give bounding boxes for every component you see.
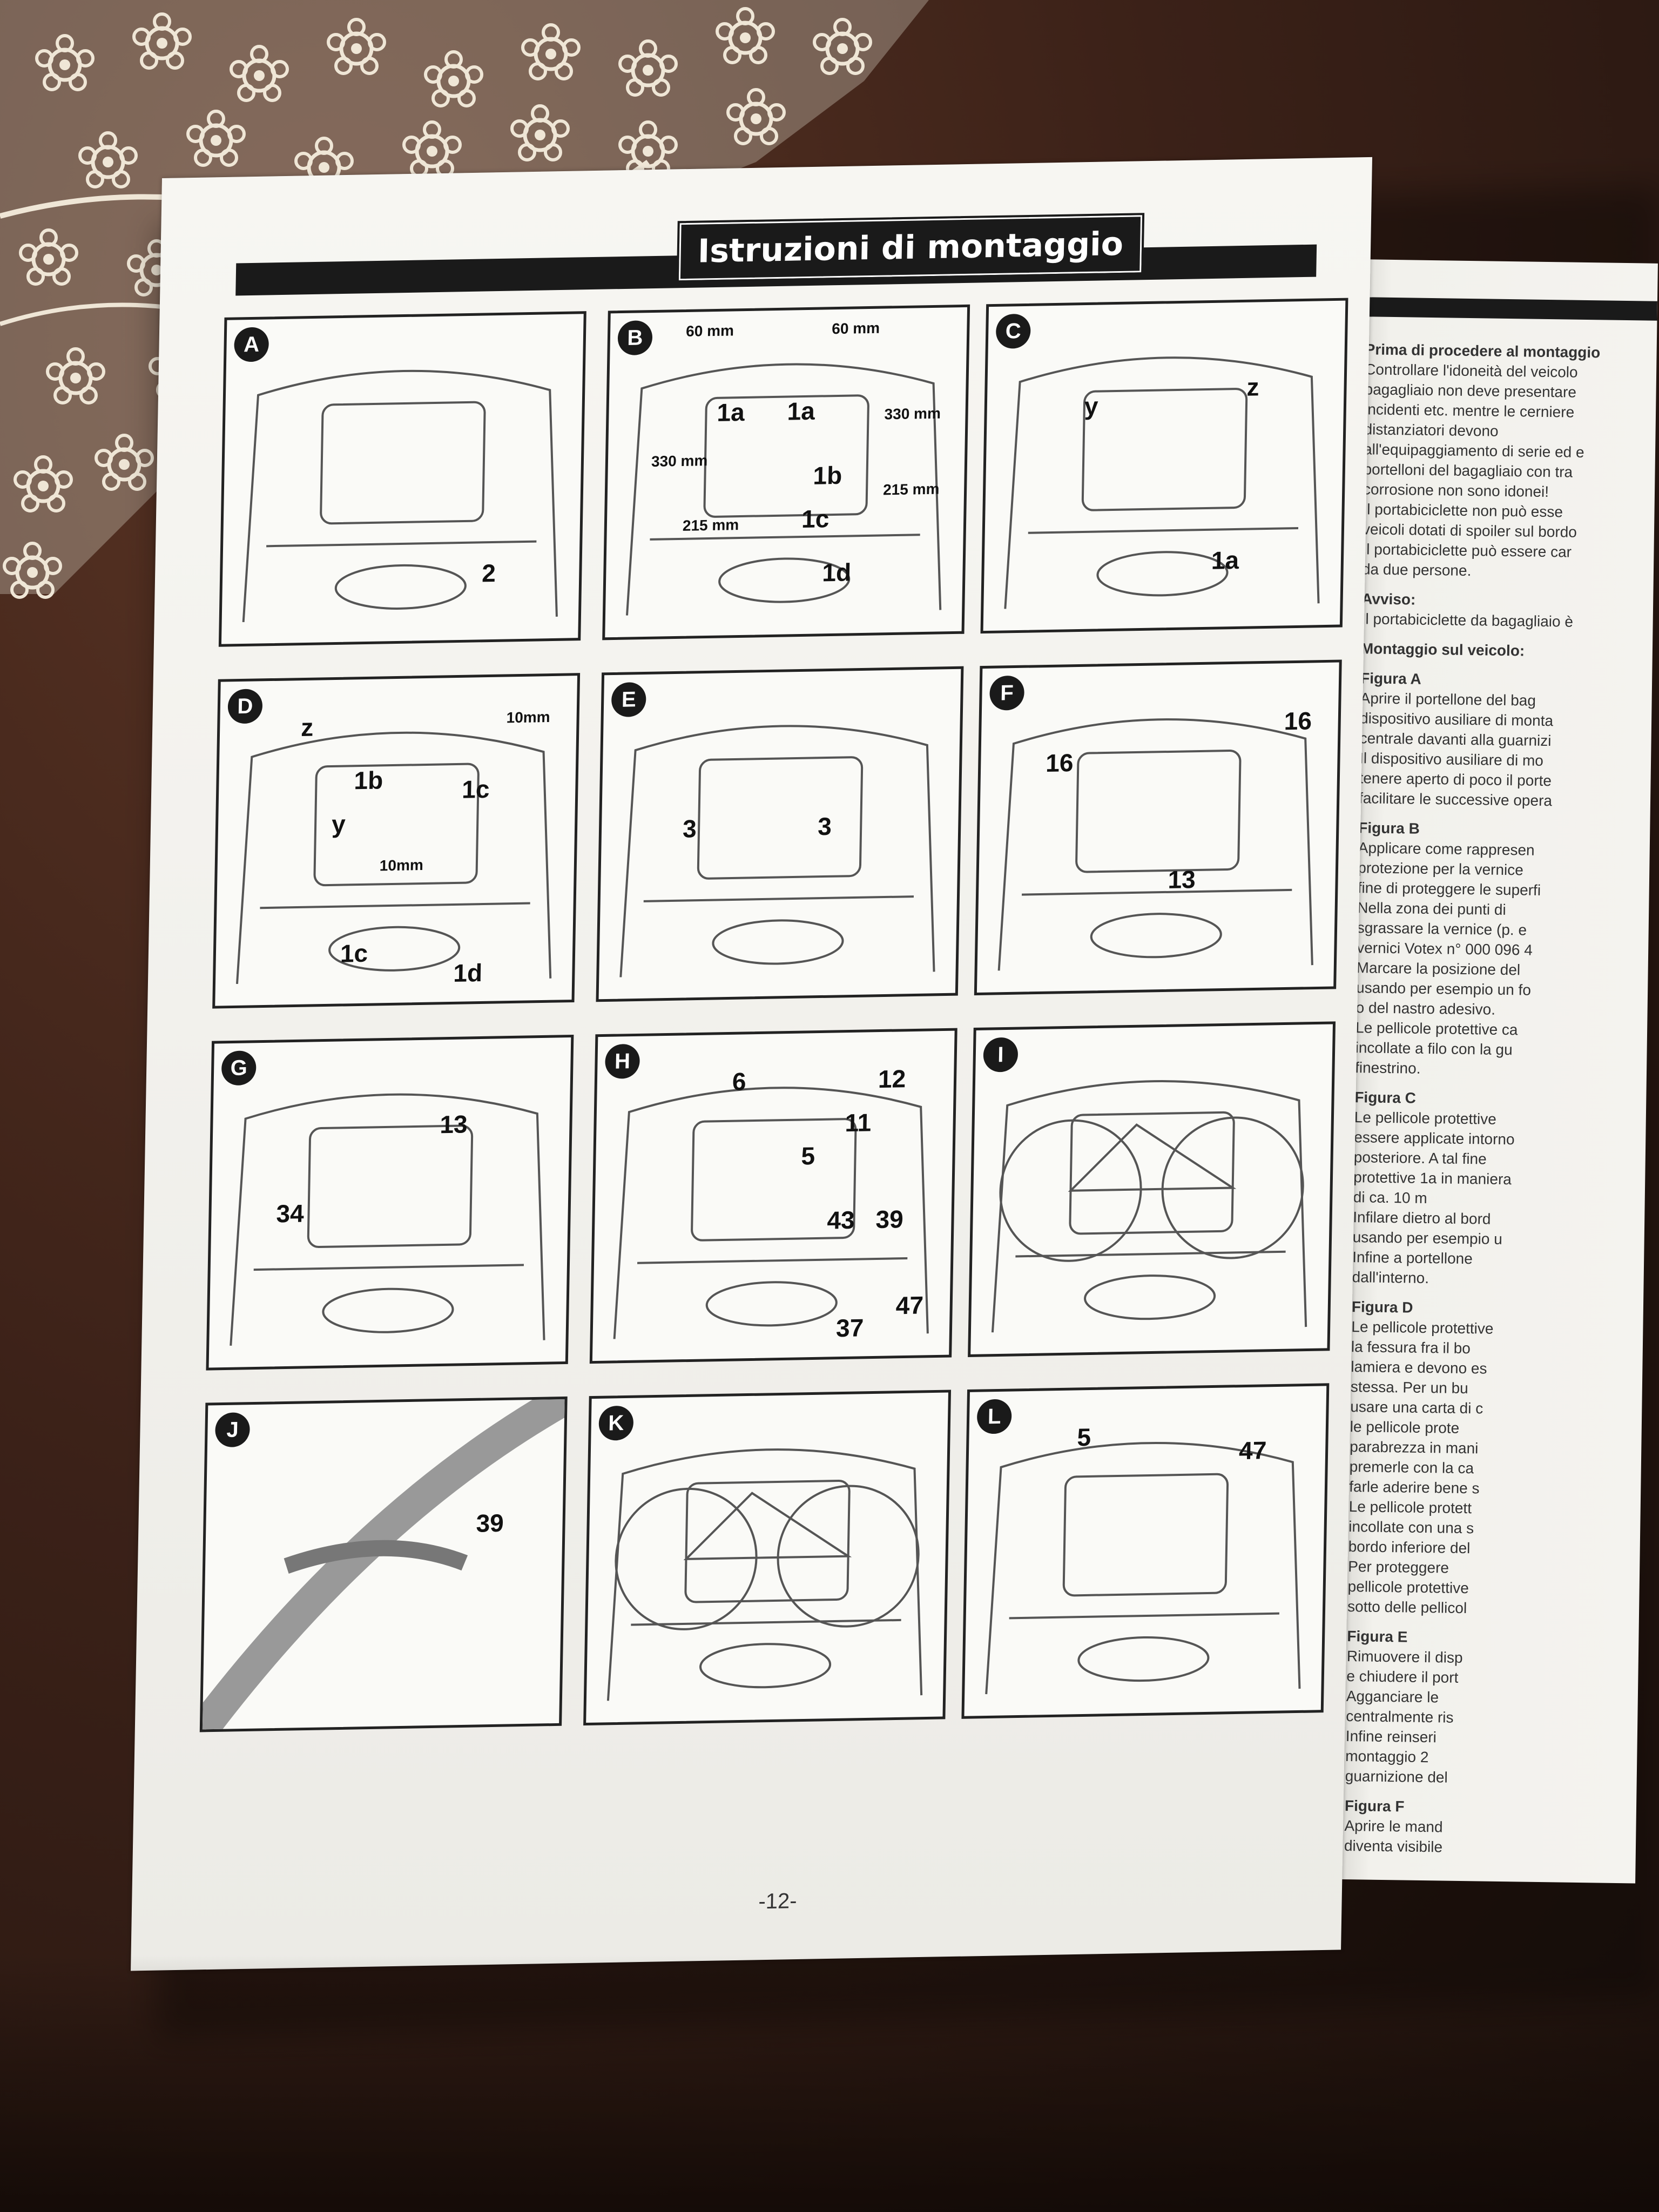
part-callout: 16 xyxy=(1284,706,1312,736)
text-line: Il portabiciclette da bagagliaio è xyxy=(1361,610,1574,630)
part-callout: 47 xyxy=(1238,1436,1267,1465)
page-title: Istruzioni di montaggio xyxy=(676,212,1145,283)
figure-illustration xyxy=(242,369,558,623)
part-callout: 6 xyxy=(732,1067,747,1096)
figure-illustration xyxy=(230,1093,545,1346)
part-callout: 39 xyxy=(875,1205,904,1234)
part-callout: 10mm xyxy=(506,709,550,726)
figure-illustration xyxy=(625,363,942,616)
part-callout: 3 xyxy=(817,812,832,841)
part-callout: 1c xyxy=(340,939,368,968)
text-line: sotto delle pellicol xyxy=(1347,1598,1467,1617)
part-callout: y xyxy=(1084,392,1098,420)
figure-illustration xyxy=(991,1080,1307,1333)
part-callout: 43 xyxy=(827,1205,855,1235)
figure-panel-i: I xyxy=(968,1021,1336,1357)
part-callout: 330 mm xyxy=(884,404,941,423)
part-callout: 1b xyxy=(354,766,383,795)
part-callout: 5 xyxy=(1077,1422,1091,1452)
part-callout: 1d xyxy=(821,558,852,587)
text-line: dall'interno. xyxy=(1352,1269,1429,1287)
figure-illustration xyxy=(619,725,935,977)
figure-illustration xyxy=(235,731,552,984)
part-callout: 10mm xyxy=(379,856,424,874)
text-line: Montaggio sul veicolo: xyxy=(1360,640,1525,659)
part-callout: 215 mm xyxy=(682,516,739,534)
part-callout: y xyxy=(331,810,346,838)
part-callout: 39 xyxy=(476,1508,504,1537)
figure-panel-k: K xyxy=(583,1390,952,1726)
part-callout: 13 xyxy=(440,1110,468,1139)
part-callout: 16 xyxy=(1045,748,1074,777)
part-callout: 1a xyxy=(787,396,815,426)
figure-illustration xyxy=(985,1441,1301,1695)
page-number: -12- xyxy=(758,1889,797,1914)
text-line: guarnizione del xyxy=(1345,1768,1448,1786)
part-callout: 37 xyxy=(835,1313,864,1343)
part-callout: 2 xyxy=(481,558,496,588)
part-callout: 12 xyxy=(878,1064,906,1094)
part-callout: 47 xyxy=(895,1291,924,1320)
part-callout: 330 mm xyxy=(651,452,708,470)
part-callout: 1b xyxy=(813,461,842,490)
part-callout: 34 xyxy=(276,1199,305,1228)
part-callout: 1d xyxy=(453,958,483,987)
right-page-header-bar xyxy=(1354,296,1657,321)
part-callout: 1c xyxy=(461,774,490,804)
table-shadow xyxy=(0,1955,1659,2212)
figure-illustration xyxy=(997,718,1313,971)
text-line: diventa visibile xyxy=(1344,1837,1443,1856)
part-callout: 1a xyxy=(1211,545,1239,575)
part-callout: 60 mm xyxy=(832,319,880,338)
part-callout: z xyxy=(1246,373,1260,401)
figure-illustration xyxy=(606,1448,923,1701)
part-callout: 3 xyxy=(682,814,697,843)
figure-illustration xyxy=(613,1087,929,1339)
text-line: finestrino. xyxy=(1354,1059,1421,1077)
part-callout: 1a xyxy=(717,397,745,427)
part-callout: 60 mm xyxy=(685,322,734,340)
part-callout: 5 xyxy=(801,1142,815,1170)
part-callout: z xyxy=(300,713,314,742)
part-callout: 215 mm xyxy=(882,480,940,498)
text-line: facilitare le successive opera xyxy=(1358,790,1553,810)
part-callout: 11 xyxy=(845,1108,872,1137)
part-callout: 13 xyxy=(1168,865,1196,894)
figure-illustration xyxy=(1004,356,1320,609)
text-line: da due persone. xyxy=(1361,561,1472,579)
part-callout: 1c xyxy=(801,504,830,534)
figure-illustration xyxy=(202,1399,565,1730)
